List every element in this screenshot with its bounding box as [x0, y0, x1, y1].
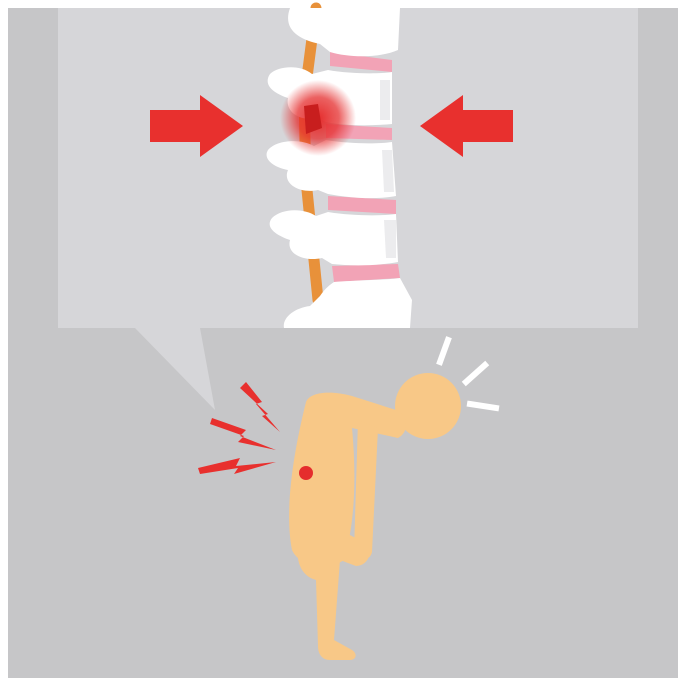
pain-point-icon [299, 466, 313, 480]
